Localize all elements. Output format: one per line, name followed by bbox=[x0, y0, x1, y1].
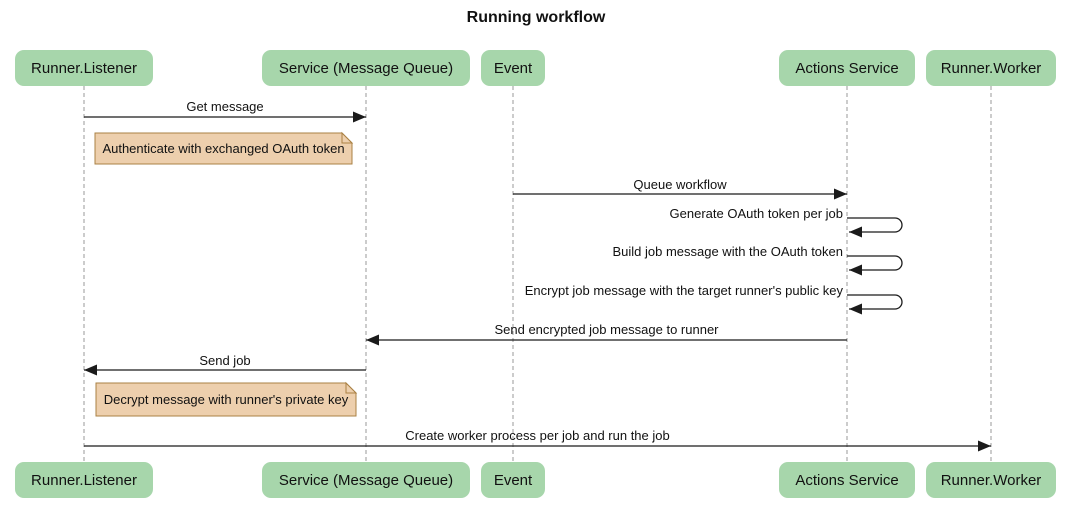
participant-bottom-service-message-queue: Service (Message Queue) bbox=[262, 462, 470, 498]
self-loop-build-job-message bbox=[847, 255, 903, 276]
note-shape-authenticate bbox=[94, 131, 354, 165]
message-label-send-job: Send job bbox=[199, 353, 251, 368]
message-label-build-job-message: Build job message with the OAuth token bbox=[612, 244, 843, 259]
diagram-title: Running workflow bbox=[466, 9, 606, 26]
participant-top-runner-listener: Runner.Listener bbox=[15, 50, 153, 86]
note-authenticate-oauth: Authenticate with exchanged OAuth token bbox=[102, 141, 345, 156]
message-label-encrypt-job-message: Encrypt job message with the target runn… bbox=[524, 283, 843, 298]
participant-top-service-message-queue: Service (Message Queue) bbox=[262, 50, 470, 86]
participant-top-event: Event bbox=[481, 50, 545, 86]
message-label-generate-oauth-token: Generate OAuth token per job bbox=[669, 206, 843, 221]
self-loop-encrypt-job-message bbox=[847, 294, 903, 315]
participant-bottom-runner-listener: Runner.Listener bbox=[15, 462, 153, 498]
note-decrypt-message: Decrypt message with runner's private ke… bbox=[103, 392, 349, 407]
participant-bottom-runner-worker: Runner.Worker bbox=[926, 462, 1056, 498]
message-label-send-encrypted-job: Send encrypted job message to runner bbox=[494, 322, 719, 337]
participant-top-runner-worker: Runner.Worker bbox=[926, 50, 1056, 86]
message-label-get-message: Get message bbox=[186, 99, 264, 114]
participant-bottom-event: Event bbox=[481, 462, 545, 498]
participant-bottom-actions-service: Actions Service bbox=[779, 462, 915, 498]
note-shape-decrypt bbox=[95, 381, 358, 417]
participant-top-actions-service: Actions Service bbox=[779, 50, 915, 86]
self-loop-generate-oauth-token bbox=[847, 217, 903, 238]
message-label-create-worker-process: Create worker process per job and run th… bbox=[405, 428, 670, 443]
message-label-queue-workflow: Queue workflow bbox=[633, 177, 727, 192]
